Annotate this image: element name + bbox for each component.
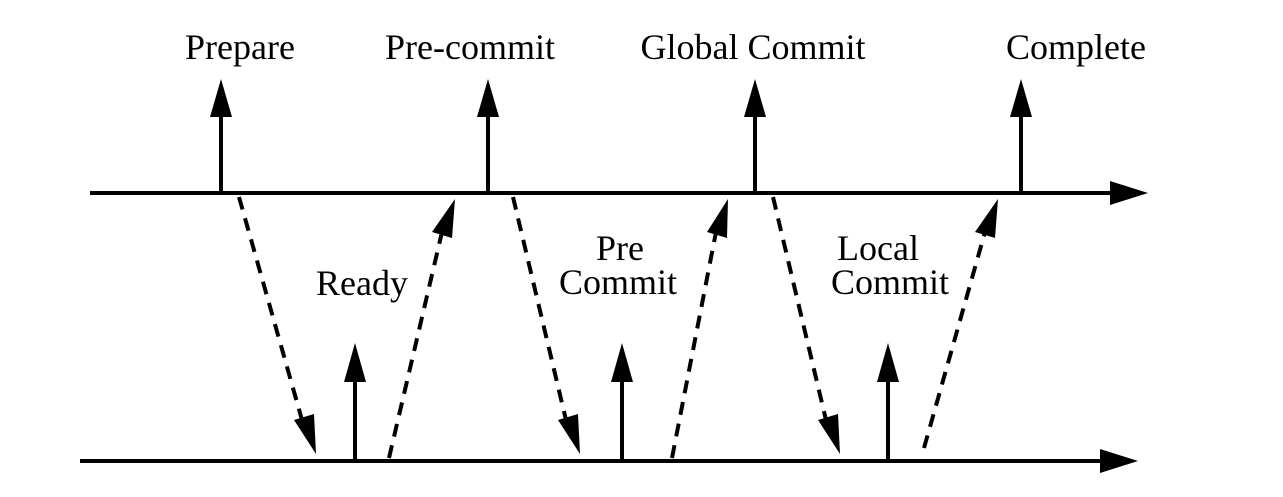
event-label-complete: Complete: [1006, 27, 1146, 67]
coordinator-event-prepare: Prepare: [185, 27, 295, 193]
message-global-commit: [771, 196, 840, 454]
message-arrowhead: [294, 414, 316, 454]
event-arrowhead: [344, 343, 366, 382]
participant-event-local-commit: [877, 343, 899, 461]
event-label-prepare: Prepare: [185, 27, 295, 67]
message-label-pre: Pre: [596, 228, 644, 268]
event-arrowhead: [1010, 79, 1032, 117]
message-arrowhead: [432, 199, 455, 238]
participant-timeline-arrowhead: [1100, 449, 1138, 473]
message-pre-commit: [511, 196, 580, 454]
message-arrowhead: [975, 199, 998, 238]
event-label-global-commit: Global Commit: [641, 27, 866, 67]
message-label-commit: Commit: [831, 262, 949, 302]
participant-timeline: [80, 449, 1138, 473]
message-arrowhead: [818, 414, 840, 454]
message-pre-commit-ack: Pre Commit: [559, 199, 728, 459]
message-local-commit-ack: Local Commit: [831, 199, 998, 449]
coordinator-event-pre-commit: Pre-commit: [385, 27, 555, 193]
message-label-ready: Ready: [316, 263, 408, 303]
event-arrowhead: [477, 79, 499, 117]
message-arrowhead: [558, 414, 580, 454]
participant-event-pre-commit: [611, 343, 633, 461]
message-prepare: [237, 196, 316, 454]
event-arrowhead: [877, 343, 899, 382]
message-ready: Ready: [316, 199, 455, 459]
coordinator-timeline: [90, 181, 1148, 205]
event-arrowhead: [744, 79, 766, 117]
participant-event-ready: [344, 343, 366, 461]
event-arrowhead: [611, 343, 633, 382]
event-label-pre-commit: Pre-commit: [385, 27, 555, 67]
coordinator-timeline-arrowhead: [1110, 181, 1148, 205]
event-arrowhead: [210, 79, 232, 117]
coordinator-event-global-commit: Global Commit: [641, 27, 866, 193]
message-arrowhead: [707, 199, 728, 238]
message-label-commit: Commit: [559, 262, 677, 302]
message-label-local: Local: [837, 228, 919, 268]
coordinator-event-complete: Complete: [1006, 27, 1146, 193]
